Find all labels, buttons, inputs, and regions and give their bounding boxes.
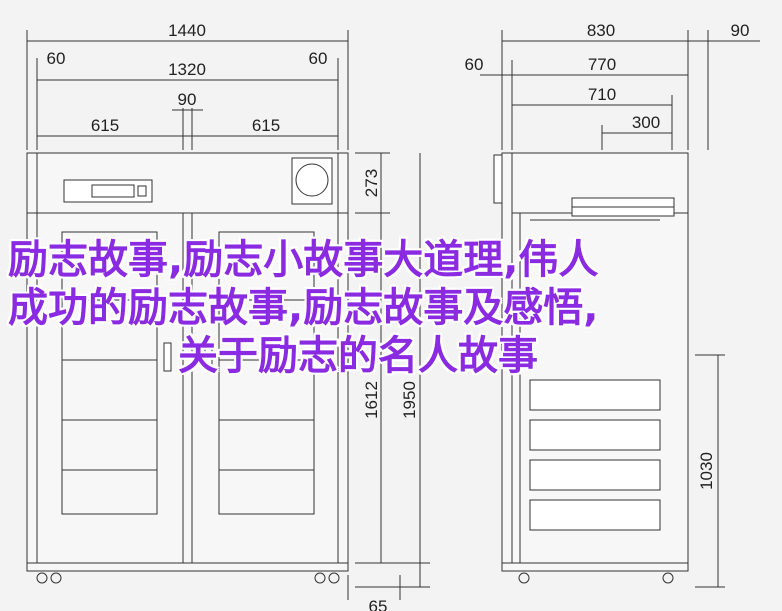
dim-left-margin: 60 <box>47 49 66 68</box>
dim-front-offset: 60 <box>465 55 484 74</box>
dim-bottom-offset: 65 <box>369 597 388 611</box>
front-view-cabinet <box>26 152 349 584</box>
dim-door-height: 1612 <box>362 381 381 419</box>
dim-depth-770: 770 <box>588 55 616 74</box>
dim-overall-height: 1950 <box>400 381 419 419</box>
dim-right-door: 615 <box>252 116 280 135</box>
dim-overall-width: 1440 <box>168 21 206 40</box>
dim-center-gap: 90 <box>178 90 197 109</box>
overlay-line-3: 关于励志的名人故事 <box>178 333 538 379</box>
overlay-line-2: 成功的励志故事,励志故事及感悟, <box>8 285 599 331</box>
dim-handle-depth: 90 <box>731 21 750 40</box>
dim-inner-width: 1320 <box>168 60 206 79</box>
dim-top-panel: 273 <box>362 169 381 197</box>
front-dimension-lines <box>26 30 430 600</box>
dim-left-door: 615 <box>91 116 119 135</box>
dim-right-margin: 60 <box>309 49 328 68</box>
dim-shelf-height: 1030 <box>697 452 716 490</box>
title-overlay: 励志故事,励志小故事大道理,伟人 成功的励志故事,励志故事及感悟, 关于励志的名… <box>0 236 782 380</box>
dim-depth-300: 300 <box>632 113 660 132</box>
overlay-line-1: 励志故事,励志小故事大道理,伟人 <box>8 237 599 283</box>
dim-depth-710: 710 <box>588 85 616 104</box>
dim-overall-depth: 830 <box>587 21 615 40</box>
side-dimension-lines <box>480 30 760 588</box>
side-view-cabinet <box>493 152 689 584</box>
